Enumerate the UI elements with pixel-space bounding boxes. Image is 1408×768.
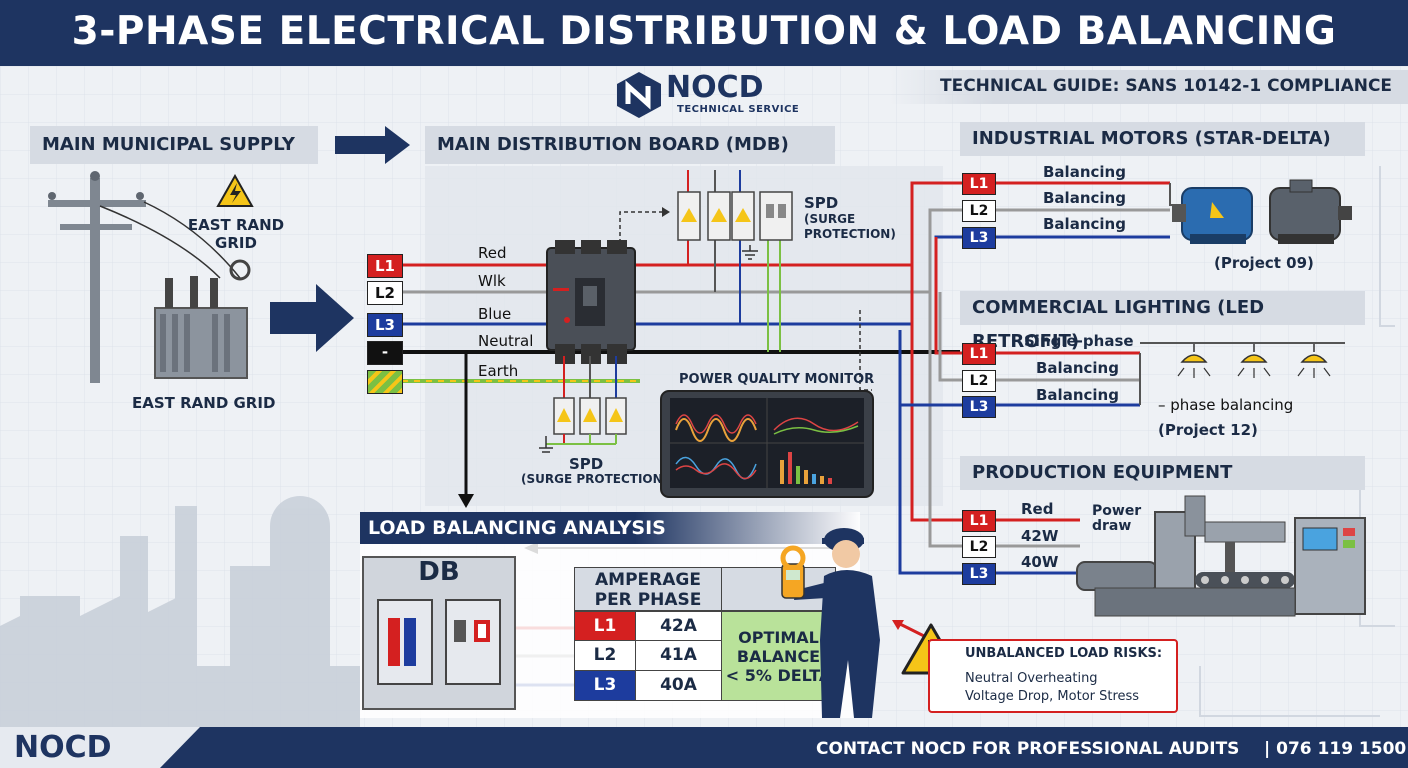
footer-phone: | 076 119 1500 — [1264, 739, 1407, 759]
spd-top-label-2: (SURGE — [804, 212, 856, 226]
mdb-phase-l2: L2 — [367, 281, 403, 305]
lighting-phase-l3: L3 — [962, 396, 996, 418]
production-machine-icon — [1076, 495, 1366, 617]
table-row-l1-phase: L1 — [574, 611, 636, 641]
risks-title: UNBALANCED LOAD RISKS: — [965, 646, 1163, 661]
grid-label: EAST RAND GRID — [176, 216, 296, 252]
guide-text: TECHNICAL GUIDE: SANS 10142-1 COMPLIANCE — [940, 76, 1393, 96]
mdb-phase-earth-icon — [367, 370, 403, 394]
production-phase-l3: L3 — [962, 563, 996, 585]
wire-label-red: Red — [478, 244, 507, 262]
monitor-title: POWER QUALITY MONITOR — [679, 372, 875, 387]
ground-symbol-icon — [742, 245, 758, 260]
production-power-line-1: Power — [1092, 503, 1142, 519]
table-row-l3-phase: L3 — [574, 671, 636, 701]
arrow-right-icon — [335, 126, 410, 164]
led-lights-icon — [1177, 344, 1331, 378]
spd-top-label-1: SPD — [804, 194, 839, 212]
wire-label-wlk: Wlk — [478, 272, 506, 290]
utility-pole-transformer-icon — [48, 171, 251, 383]
nocd-hexagon-logo-icon — [617, 72, 661, 118]
guide-banner — [890, 70, 1408, 104]
production-phase-l2: L2 — [962, 536, 996, 558]
motors-label-2: Balancing — [1043, 189, 1126, 207]
risks-line-1: Neutral Overheating — [965, 671, 1098, 686]
motors-phase-l3: L3 — [962, 227, 996, 249]
motors-label-1: Balancing — [1043, 163, 1126, 181]
production-header: PRODUCTION EQUIPMENT — [960, 456, 1365, 490]
red-arrow-icon — [892, 620, 925, 638]
analysis-header: LOAD BALANCING ANALYSIS — [360, 512, 860, 544]
optimal-line-3: < 5% DELTA — [725, 666, 832, 685]
page-title: 3-PHASE ELECTRICAL DISTRIBUTION & LOAD B… — [71, 9, 1337, 54]
production-power-label: Power draw — [1092, 504, 1141, 534]
mdb-phase-neutral: - — [367, 341, 403, 365]
footer-logo: NOCD — [14, 730, 112, 765]
footer-contact: CONTACT NOCD FOR PROFESSIONAL AUDITS — [816, 739, 1240, 759]
table-row-l2-amps: 41A — [636, 641, 722, 671]
footer-logo-panel — [0, 727, 200, 768]
optimal-line-2: BALANCE — [736, 647, 821, 666]
lighting-label-2: Balancing — [1036, 359, 1119, 377]
table-row-l1-amps: 42A — [636, 611, 722, 641]
high-voltage-warning-icon — [216, 174, 254, 207]
db-breakers-icon — [377, 599, 501, 685]
power-quality-monitor-icon — [660, 390, 874, 498]
mdb-phase-l1: L1 — [367, 254, 403, 278]
spd-bottom-label-2: (SURGE PROTECTION) — [521, 472, 669, 486]
production-label-3: 40W — [1021, 553, 1059, 571]
lighting-project: (Project 12) — [1158, 421, 1258, 439]
motors-project: (Project 09) — [1214, 254, 1314, 272]
spd-bottom-icon — [539, 356, 627, 453]
wire-label-earth: Earth — [478, 362, 519, 380]
spd-top-icon — [677, 191, 793, 241]
table-header: AMPERAGE PER PHASE — [574, 567, 722, 611]
technician-clamp-meter-icon — [780, 528, 880, 718]
table-row-l2-phase: L2 — [574, 641, 636, 671]
grid-label-bottom: EAST RAND GRID — [132, 394, 276, 412]
production-label-2: 42W — [1021, 527, 1059, 545]
title-bar — [0, 0, 1408, 66]
motors-header: INDUSTRIAL MOTORS (STAR-DELTA) — [960, 122, 1365, 156]
db-label: DB — [418, 557, 460, 587]
lighting-phase-l1: L1 — [962, 343, 996, 365]
risks-box — [928, 639, 1178, 713]
production-power-line-2: draw — [1092, 518, 1132, 534]
table-header-line-2: PER PHASE — [594, 590, 702, 610]
lighting-label-3: Balancing — [1036, 386, 1119, 404]
wire-label-neutral: Neutral — [478, 332, 534, 350]
risks-line-2: Voltage Drop, Motor Stress — [965, 689, 1140, 704]
spd-top-label-3: PROTECTION) — [804, 227, 896, 241]
lighting-note: – phase balancing — [1158, 396, 1294, 414]
arrow-right-large-icon — [270, 284, 354, 352]
motors-phase-l1: L1 — [962, 173, 996, 195]
logo-name: NOCD — [666, 70, 764, 105]
production-label-1: Red — [1021, 500, 1054, 518]
factory-silhouette — [0, 496, 360, 727]
motors-label-3: Balancing — [1043, 215, 1126, 233]
mdb-header: MAIN DISTRIBUTION BOARD (MDB) — [425, 126, 835, 164]
footer-bar — [0, 727, 1408, 768]
nocd-logo — [614, 70, 664, 122]
optimal-balance-badge: OPTIMAL BALANCE < 5% DELTA — [722, 611, 836, 701]
lighting-header: COMMERCIAL LIGHTING (LED RETROFIT) — [960, 291, 1365, 352]
motors-phase-l2: L2 — [962, 200, 996, 222]
logo-subtitle: TECHNICAL SERVICE — [677, 104, 800, 115]
wire-label-blue: Blue — [478, 305, 512, 323]
production-phase-l1: L1 — [962, 510, 996, 532]
grid-label-line-1: EAST RAND — [187, 216, 285, 234]
mdb-phase-l3: L3 — [367, 313, 403, 337]
lighting-phase-l2: L2 — [962, 370, 996, 392]
table-header-line-1: AMPERAGE — [595, 570, 701, 590]
main-breaker-icon — [546, 240, 636, 364]
grid-label-line-2: GRID — [215, 234, 257, 252]
optimal-line-1: OPTIMAL — [738, 628, 819, 647]
table-row-l3-amps: 40A — [636, 671, 722, 701]
supply-header: MAIN MUNICIPAL SUPPLY — [30, 126, 318, 164]
industrial-motors-icon — [1172, 179, 1352, 244]
lighting-label-1: Single-phase — [1024, 332, 1134, 350]
spd-bottom-label-1: SPD — [569, 455, 604, 473]
